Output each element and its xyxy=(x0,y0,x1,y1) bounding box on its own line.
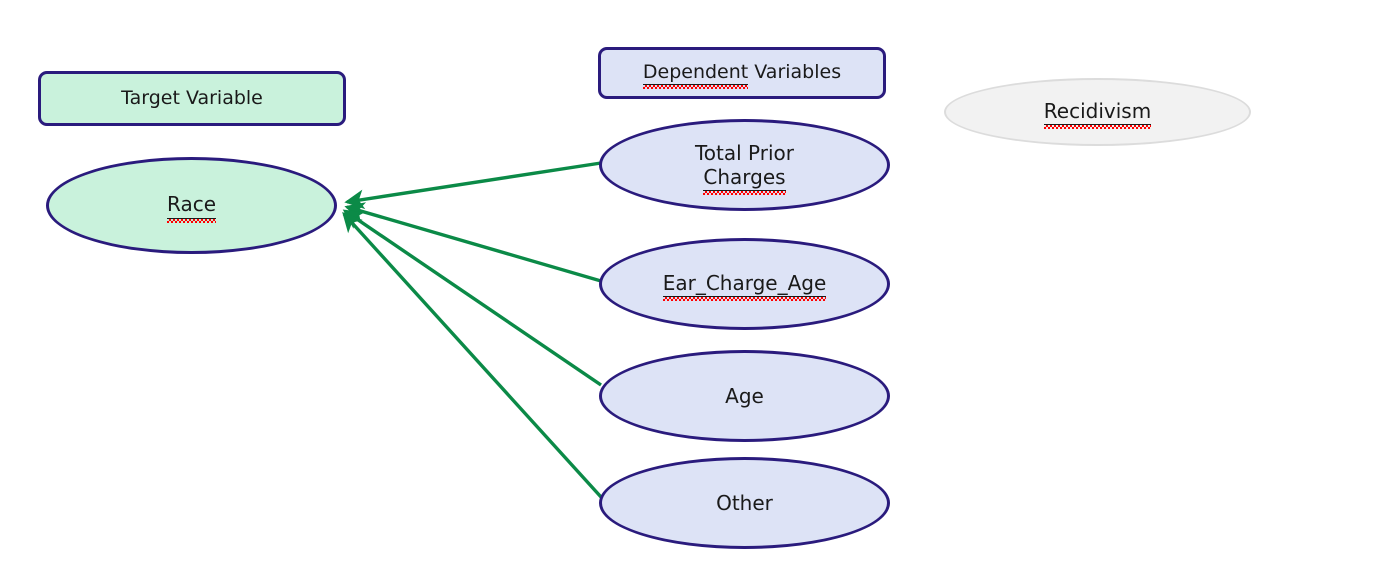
node-other-label: Other xyxy=(716,490,773,515)
node-recidivism-label: Recidivism xyxy=(1043,99,1152,130)
node-ear-charge-age[interactable]: Ear_Charge_Age xyxy=(599,238,890,330)
edge-other-to-race xyxy=(342,211,603,499)
legend-target-variable-label: Target Variable xyxy=(121,86,263,109)
node-age-label: Age xyxy=(725,383,764,408)
edge-age-to-race xyxy=(342,209,602,387)
node-race-label: Race xyxy=(166,192,217,224)
node-age[interactable]: Age xyxy=(599,350,890,442)
node-total-prior-charges-line2: Charges xyxy=(703,165,786,191)
node-recidivism[interactable]: Recidivism xyxy=(944,78,1251,146)
node-total-prior-charges-line1: Total Prior xyxy=(694,140,794,165)
legend-variables-word: Variables xyxy=(748,61,842,84)
node-other[interactable]: Other xyxy=(599,457,890,549)
legend-dependent-variables: Dependent Variables xyxy=(598,47,886,99)
edge-total-prior-charges-to-race xyxy=(344,161,602,210)
legend-dependent-variables-label: Dependent Variables xyxy=(642,61,842,86)
node-race[interactable]: Race xyxy=(46,157,337,254)
legend-target-variable: Target Variable xyxy=(38,71,346,126)
legend-dependent-word: Dependent xyxy=(642,61,749,86)
node-ear-charge-age-label: Ear_Charge_Age xyxy=(662,271,827,302)
edge-ear-charge-age-to-race xyxy=(344,202,602,283)
